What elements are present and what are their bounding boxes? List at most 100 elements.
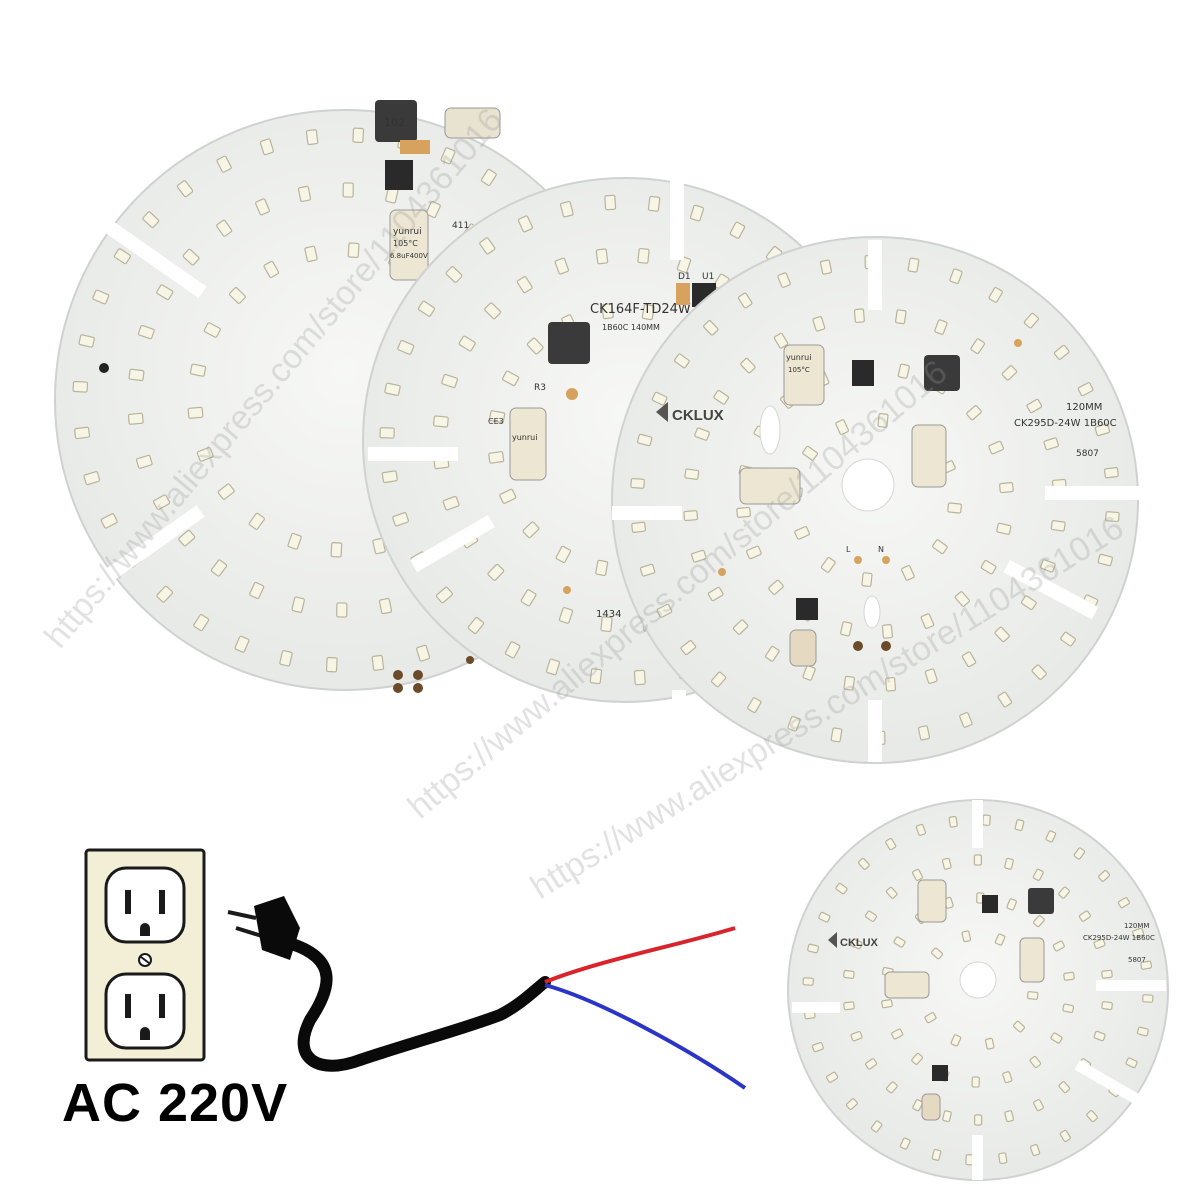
led-chip [713,389,730,405]
led-chip [729,221,746,239]
board-large-slot [396,700,410,770]
led-chip [1033,1098,1044,1112]
led-chip [857,857,870,870]
led-chip [924,668,938,684]
led-chip [1062,1003,1075,1014]
led-chip [432,415,449,428]
led-chip [1073,847,1086,860]
led-chip [92,289,110,305]
led-chip [441,373,459,389]
led-chip [811,1041,824,1053]
led-chip [1040,559,1056,573]
led-chip [689,204,705,222]
capacitor [739,467,801,505]
board-small-slot [612,506,682,520]
led-chip [747,697,762,714]
wire-neutral [544,983,747,1090]
board-medium-slot [670,180,684,260]
led-chip [487,563,505,581]
led-chip [113,248,132,265]
board-medium-code: 1434 [596,609,621,620]
led-chip [516,275,533,294]
led-chip [1023,312,1040,329]
led-chip [907,257,920,273]
led-chip [249,581,265,600]
inductor [548,322,590,364]
wire-live [544,926,736,984]
led-chip [1050,520,1066,532]
led-chip [1026,398,1043,414]
led-chip [740,357,756,374]
led-chip [971,1076,980,1088]
cklux-logo-mark [656,402,668,422]
led-chip [381,470,398,484]
led-chip [950,1034,962,1047]
led-chip [517,215,533,233]
led-chip [959,712,973,728]
led-chip [1125,1057,1138,1069]
board-medium-spec: 1B60C 140MM [602,323,660,332]
led-chip [1012,1020,1026,1033]
led-chip [263,260,280,279]
led-chip [787,715,801,732]
led-chip [973,854,983,866]
led-chip [861,572,873,587]
led-chip [676,256,692,274]
solder-pad-l [853,641,863,651]
led-chip [768,579,784,595]
led-chip [467,616,485,635]
led-chip [417,300,436,317]
capacitor-brand: yunrui [786,353,811,362]
led-chip [1077,382,1094,397]
led-chip [1026,991,1039,1000]
led-chip [217,483,235,500]
led-chip [1052,940,1065,952]
led-chip [416,644,431,662]
led-chip [1045,830,1057,843]
board-medium-slot [409,515,495,573]
pad [400,140,430,154]
inductor [1028,888,1054,914]
capacitor [917,879,947,923]
capacitor [783,344,825,406]
led-chip [287,532,302,550]
led-chip [216,219,233,237]
led-chip [484,302,502,320]
led-chip [371,654,385,671]
led-chip [601,303,614,320]
solder-pad-l [393,670,403,680]
led-chip [228,287,246,304]
led-chip [137,324,155,340]
led-chip [920,613,935,629]
board-small-center-hole [841,458,895,512]
led-chip [1140,960,1153,970]
board-small-model: CK295D-24W 1B60C [1014,418,1117,429]
led-chip [187,406,204,419]
led-chip [901,565,915,581]
mount-pad [563,586,571,594]
led-chip [812,316,826,332]
led-chip [480,168,497,187]
led-chip [840,621,853,637]
led-chip [78,334,95,348]
led-chip [885,837,897,851]
led-chip [248,512,265,530]
led-chip [825,1071,839,1083]
led-chip [891,1028,904,1040]
led-chip [488,410,506,424]
led-chip [870,1120,883,1133]
led-chip [680,640,697,656]
outlet-socket-upper [104,866,186,944]
led-chip [881,624,893,639]
led-chip [885,1081,898,1094]
board-small-slot [1003,560,1099,620]
board-medium-ce3: CE3 [488,417,504,426]
outlet-ground [140,1027,150,1040]
led-chip [988,440,1004,455]
led-chip [703,320,719,336]
led-chip [442,495,460,511]
board-br-slot [972,1135,983,1180]
mount-pad [566,388,578,400]
led-chip [425,200,441,219]
led-chip [1004,1110,1015,1123]
